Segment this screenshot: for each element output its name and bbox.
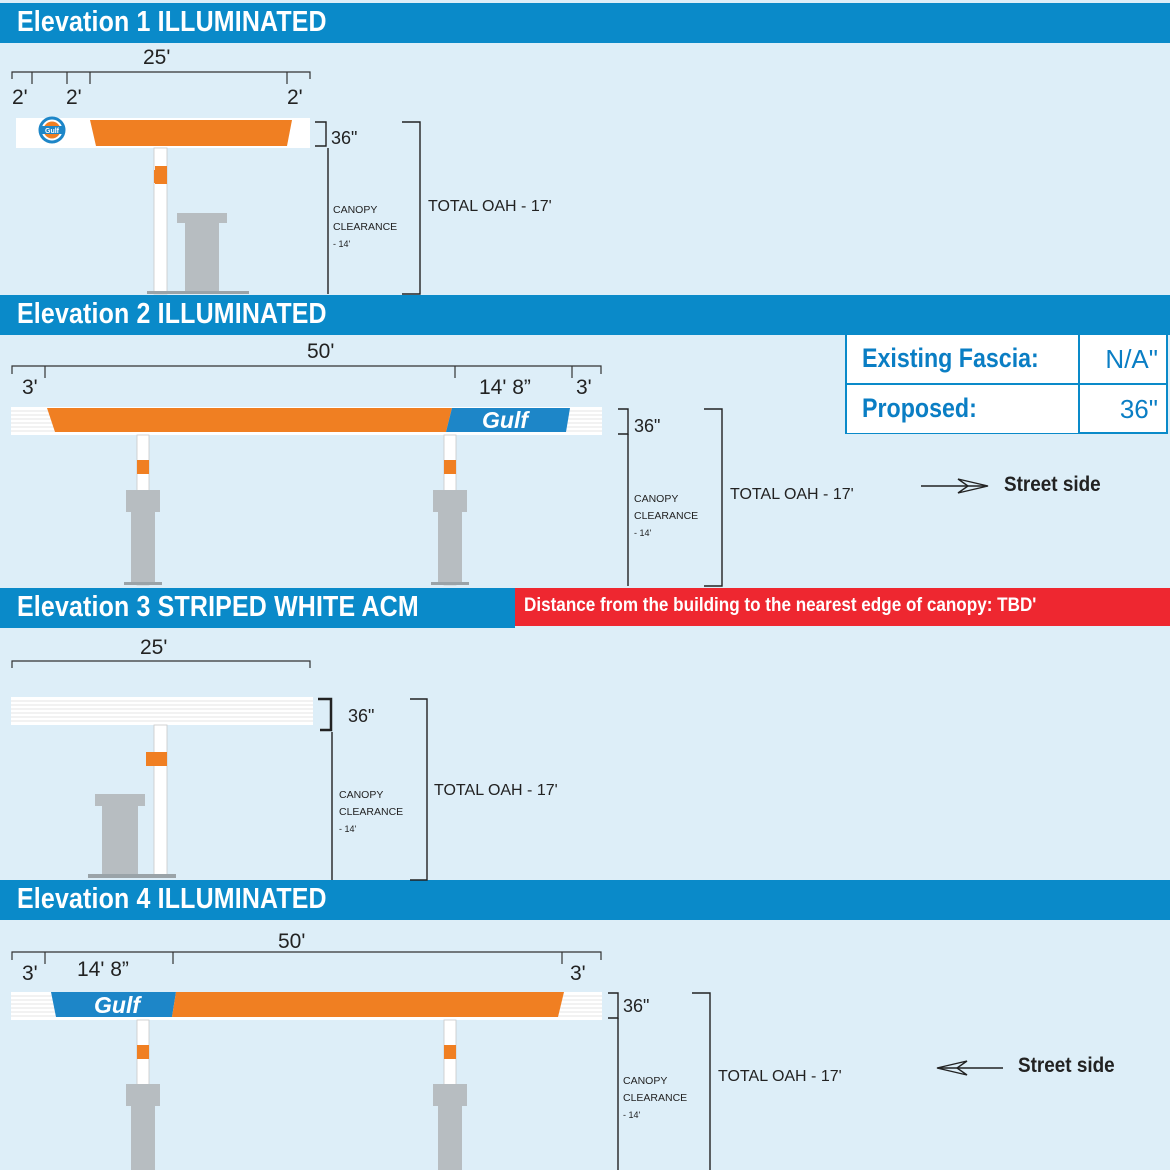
elevation-4-left-inset: 3' xyxy=(22,962,38,985)
elevation-4-dimension-lines xyxy=(11,951,602,964)
elevation-4-width-label: 50' xyxy=(278,930,306,953)
fascia-table: Existing Fascia: N/A" Proposed: 36" xyxy=(845,333,1168,434)
elevation-4-gulf-logo-text: Gulf xyxy=(94,992,142,1018)
elevation-2-header: Elevation 2 ILLUMINATED xyxy=(0,295,1170,335)
fuel-pump-icon xyxy=(126,490,467,582)
elevation-2-gulf-logo-text: Gulf xyxy=(482,407,530,433)
gulf-logo-icon: Gulf xyxy=(38,116,66,144)
elevation-4-columns xyxy=(136,1019,457,1170)
elevation-4-gulf-panel xyxy=(51,992,176,1017)
elevation-1-logo-inset: 2' xyxy=(66,86,82,109)
elevation-3-fascia-height: 36" xyxy=(348,706,375,726)
existing-fascia-value: N/A" xyxy=(1105,344,1158,374)
elevation-2-columns xyxy=(136,434,457,586)
elevation-1-oah-label: TOTAL OAH - 17' xyxy=(428,198,552,215)
elevation-2-logo-width: 14' 8” xyxy=(479,376,531,399)
distance-note-banner: Distance from the building to the neares… xyxy=(515,588,1170,626)
elevation-1-left-inset: 2' xyxy=(12,86,28,109)
elevation-4-street-label: Street side xyxy=(1018,1054,1115,1077)
fuel-pump-icon xyxy=(95,794,145,876)
elevation-3-title: Elevation 3 STRIPED WHITE ACM xyxy=(17,591,419,623)
elevation-4-logo-width: 14' 8” xyxy=(77,958,129,981)
gulf-badge-text: Gulf xyxy=(45,128,60,135)
elevation-2-left-inset: 3' xyxy=(22,376,38,399)
price-sign-icon xyxy=(155,166,167,184)
elevation-4-fascia-height: 36" xyxy=(623,996,650,1016)
elevation-3-header: Elevation 3 STRIPED WHITE ACM xyxy=(0,588,515,628)
elevation-3-column xyxy=(153,724,168,878)
elevation-1-fascia-height: 36" xyxy=(331,128,358,148)
elevation-3-width-label: 25' xyxy=(140,636,168,659)
elevation-1-dimension-lines xyxy=(11,71,311,84)
proposed-fascia-value: 36" xyxy=(1119,394,1158,424)
elevation-2-drawing: Gulf xyxy=(11,365,989,587)
existing-fascia-row: Existing Fascia: N/A" xyxy=(847,335,1166,383)
elevation-2-dimension-lines xyxy=(11,365,602,378)
elevation-1-title: Elevation 1 ILLUMINATED xyxy=(17,6,327,38)
fuel-pump-icon xyxy=(177,213,227,291)
elevation-1-header: Elevation 1 ILLUMINATED xyxy=(0,3,1170,43)
distance-note: Distance from the building to the neares… xyxy=(524,595,1037,616)
elevation-2-title: Elevation 2 ILLUMINATED xyxy=(17,298,327,330)
elevation-2-oah-label: TOTAL OAH - 17' xyxy=(730,486,854,503)
elevation-4-drawing: Gulf xyxy=(11,951,1003,1170)
elevation-4-oah-label: TOTAL OAH - 17' xyxy=(718,1068,842,1085)
arrow-left-icon xyxy=(936,1060,1003,1076)
elevation-2-right-inset: 3' xyxy=(576,376,592,399)
elevation-4-title: Elevation 4 ILLUMINATED xyxy=(17,883,327,915)
elevation-3-oah-label: TOTAL OAH - 17' xyxy=(434,782,558,799)
price-sign-icon xyxy=(146,752,167,766)
elevation-1-right-inset: 2' xyxy=(287,86,303,109)
fuel-pump-icon xyxy=(126,1084,467,1170)
elevation-1-width-label: 25' xyxy=(143,46,171,69)
elevation-4-header: Elevation 4 ILLUMINATED xyxy=(0,880,1170,920)
elevation-3-drawing xyxy=(11,660,428,881)
elevation-2-street-label: Street side xyxy=(1004,473,1101,496)
elevation-4-orange-band xyxy=(172,992,564,1017)
elevation-2-fascia-height: 36" xyxy=(634,416,661,436)
elevation-1-orange-band xyxy=(90,120,292,146)
elevation-2-orange-band xyxy=(47,408,452,432)
arrow-right-icon xyxy=(921,478,989,494)
existing-fascia-label: Existing Fascia: xyxy=(862,343,1039,373)
elevation-2-gulf-panel xyxy=(446,408,570,432)
elevation-3-dimension-line xyxy=(11,660,311,668)
elevation-2-width-label: 50' xyxy=(307,340,335,363)
proposed-fascia-row: Proposed: 36" xyxy=(847,385,1166,433)
elevation-3-canopy-fascia xyxy=(11,697,313,725)
proposed-fascia-label: Proposed: xyxy=(862,393,977,423)
elevation-1-drawing: Gulf xyxy=(11,71,421,295)
elevation-4-right-inset: 3' xyxy=(570,962,586,985)
